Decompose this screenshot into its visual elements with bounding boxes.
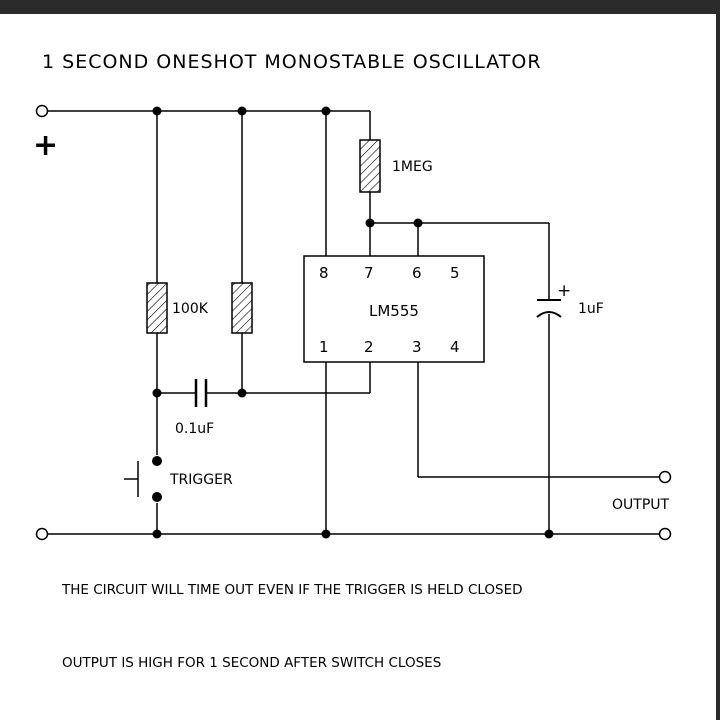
label-output: OUTPUT	[612, 497, 670, 513]
label-100k: 100K	[172, 301, 209, 317]
pin-5: 5	[450, 264, 460, 282]
window-right-edge	[716, 0, 720, 720]
pin-7: 7	[364, 264, 374, 282]
pin-6: 6	[412, 264, 422, 282]
pin-4: 4	[450, 338, 460, 356]
capacitor-1uf	[536, 299, 562, 318]
trigger-switch	[124, 461, 139, 497]
label-1meg: 1MEG	[392, 159, 433, 175]
resistor-pullup	[231, 282, 253, 334]
label-1uf: 1uF	[578, 301, 604, 317]
label-0-1uf: 0.1uF	[175, 421, 214, 437]
ic-name: LM555	[369, 302, 419, 320]
label-trigger: TRIGGER	[169, 472, 233, 488]
note-output-high: OUTPUT IS HIGH FOR 1 SECOND AFTER SWITCH…	[62, 655, 441, 671]
resistor-1meg	[359, 139, 381, 193]
junction-dots	[152, 106, 554, 539]
note-timeout: THE CIRCUIT WILL TIME OUT EVEN IF THE TR…	[61, 582, 523, 598]
pin-1: 1	[319, 338, 329, 356]
capacitor-0-1uf	[194, 379, 208, 407]
lm555-chip	[303, 255, 485, 363]
terminals	[35, 104, 672, 541]
pin-8: 8	[319, 264, 329, 282]
pin-3: 3	[412, 338, 422, 356]
window-top-edge	[0, 0, 720, 14]
resistor-100k	[146, 282, 168, 334]
pin-2: 2	[364, 338, 374, 356]
plus-label: +	[33, 128, 58, 163]
diagram-title: 1 SECOND ONESHOT MONOSTABLE OSCILLATOR	[42, 51, 542, 73]
capacitor-polarity: +	[557, 281, 571, 301]
